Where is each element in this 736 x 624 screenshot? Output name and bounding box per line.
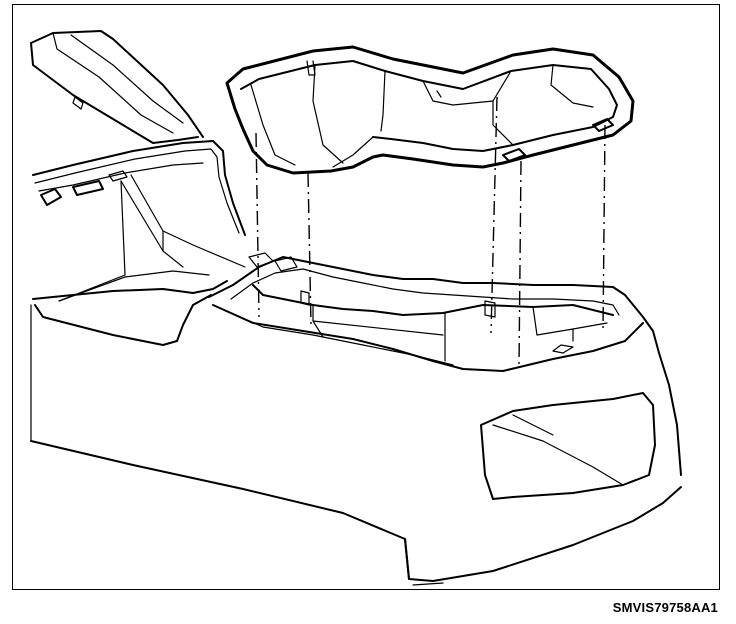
figure-id-label: SMVIS79758AA1	[612, 600, 718, 615]
console-body	[30, 256, 682, 586]
console-insert-illustration	[30, 30, 682, 586]
storage-tray-insert	[225, 45, 635, 175]
front-console-section	[30, 30, 246, 346]
alignment-line	[518, 160, 522, 368]
receiving-clips	[248, 252, 496, 318]
alignment-line	[255, 132, 260, 318]
console-storage-well	[252, 284, 614, 362]
alignment-lines	[255, 96, 606, 368]
alignment-line	[490, 96, 498, 334]
alignment-line	[602, 124, 606, 332]
diagram-frame	[12, 4, 720, 590]
